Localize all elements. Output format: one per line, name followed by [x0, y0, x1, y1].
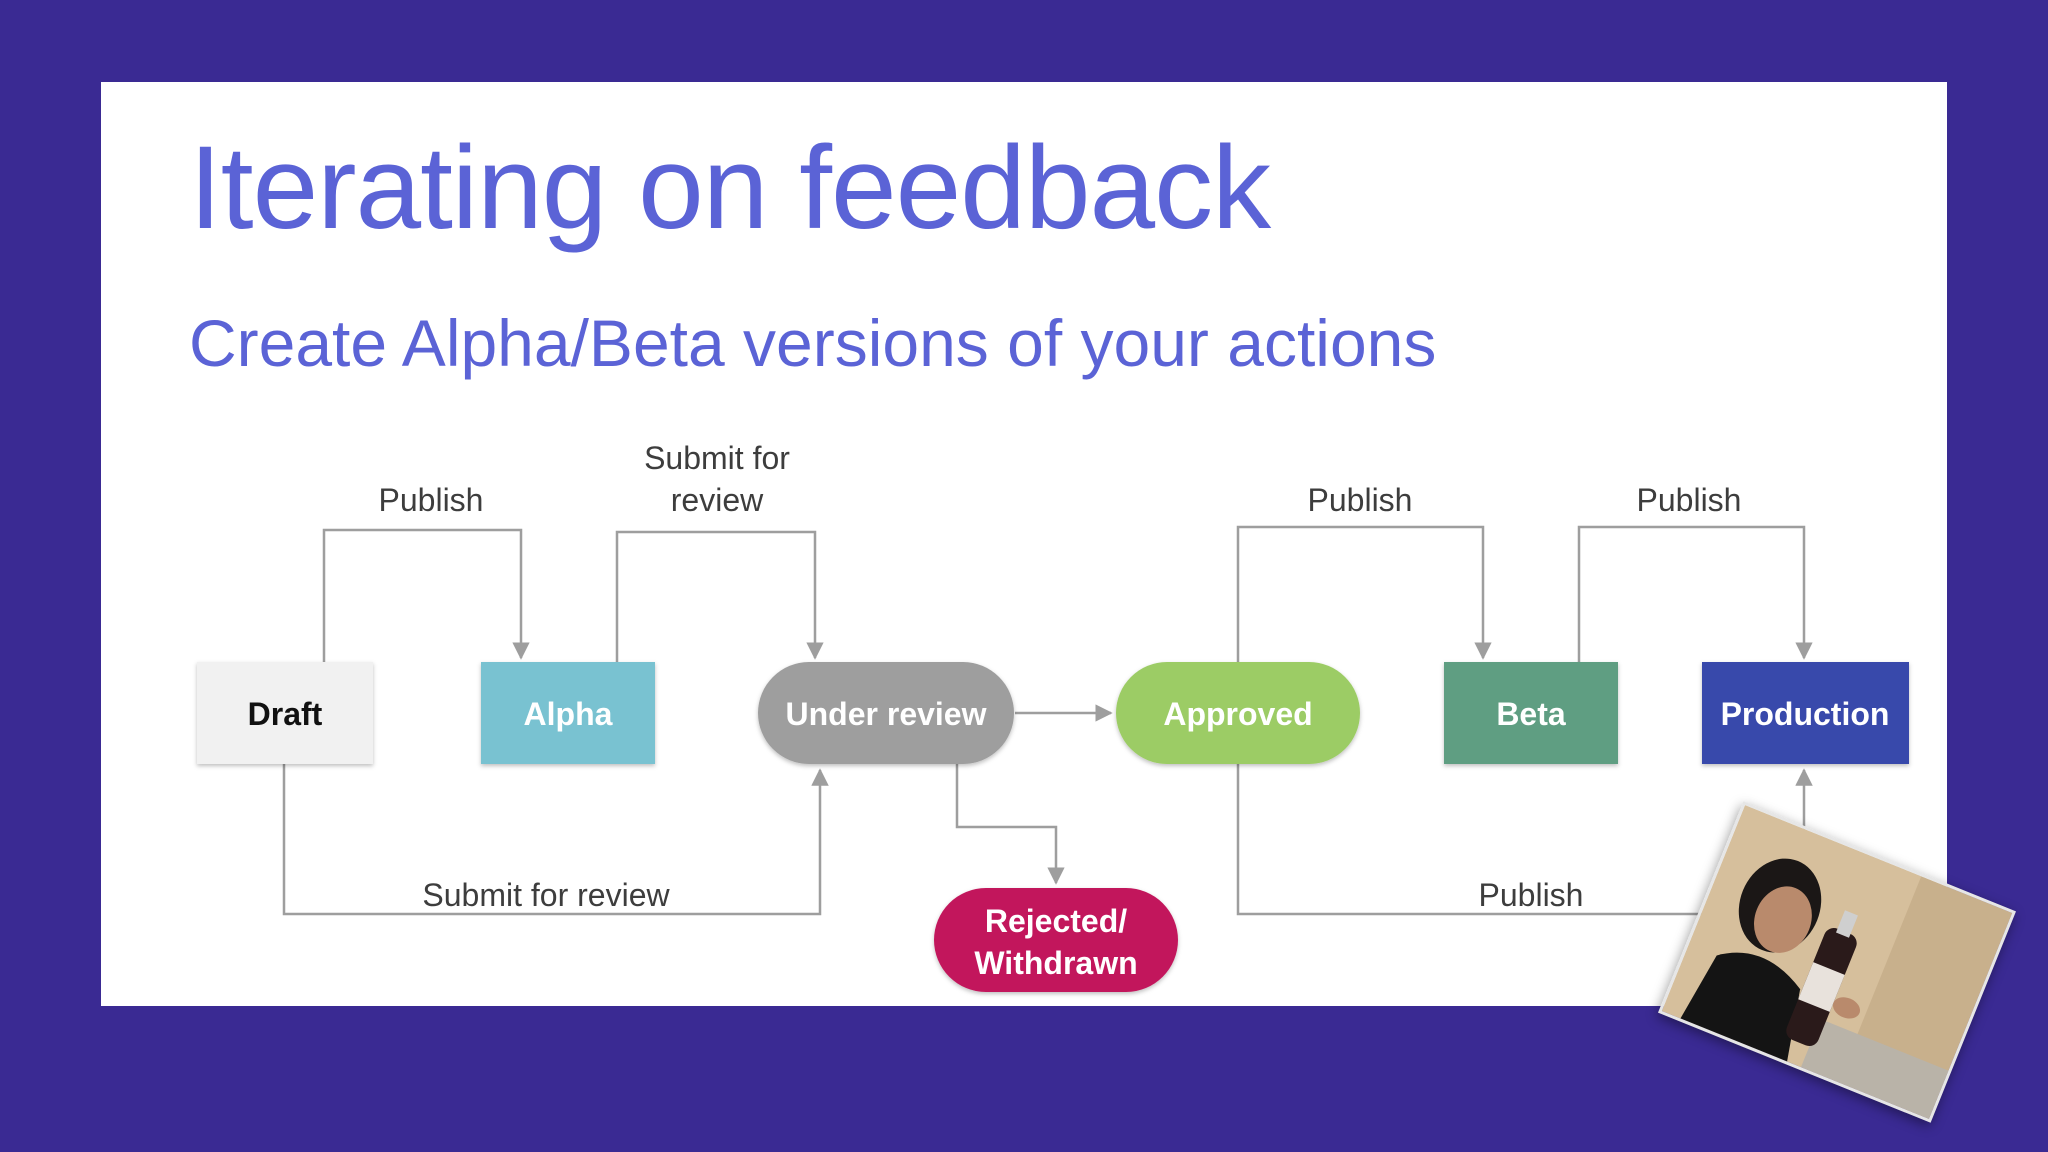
node-draft-shape — [197, 662, 373, 764]
node-beta-shape — [1444, 662, 1618, 764]
node-rejected-label-line2: Withdrawn — [974, 945, 1137, 981]
edge-label-approved-beta: Publish — [1308, 482, 1413, 518]
edge-draft-to-alpha — [322, 528, 530, 662]
node-under-review-label: Under review — [786, 696, 987, 732]
edge-label-alpha-review-line1: Submit for — [644, 440, 790, 476]
node-production: Production — [1702, 662, 1909, 764]
node-approved-shape — [1116, 662, 1360, 764]
node-alpha-shape — [481, 662, 655, 764]
node-approved-label: Approved — [1163, 696, 1312, 732]
edge-label-draft-alpha: Publish — [379, 482, 484, 518]
edge-approved-to-beta — [1236, 525, 1492, 662]
node-under-review-shape — [758, 662, 1014, 764]
edge-label-alpha-review-line2: review — [671, 482, 764, 518]
slide-title: Iterating on feedback — [189, 122, 1271, 254]
slide-subtitle: Create Alpha/Beta versions of your actio… — [189, 306, 1437, 380]
node-alpha-label: Alpha — [524, 696, 613, 732]
node-beta: Beta — [1444, 662, 1618, 764]
node-rejected-label-line1: Rejected/ — [985, 903, 1127, 939]
slide: Iterating on feedback Create Alpha/Beta … — [101, 82, 1947, 1006]
node-draft-label: Draft — [248, 696, 323, 732]
node-rejected-shape — [934, 888, 1178, 992]
node-production-label: Production — [1721, 696, 1890, 732]
edge-draft-to-under-review — [282, 764, 829, 916]
edge-under-review-to-rejected — [955, 764, 1065, 885]
edge-beta-to-production — [1577, 525, 1813, 662]
node-approved: Approved — [1116, 662, 1360, 764]
node-production-shape — [1702, 662, 1909, 764]
edge-label-beta-production: Publish — [1637, 482, 1742, 518]
node-rejected-withdrawn: Rejected/ Withdrawn — [934, 888, 1178, 992]
workflow-diagram: Publish Submit for review Publish Publis… — [197, 440, 1909, 992]
webcam-scene — [1661, 805, 2013, 1119]
edge-label-draft-review: Submit for review — [422, 877, 670, 913]
node-under-review: Under review — [758, 662, 1014, 764]
edge-label-approved-production: Publish — [1479, 877, 1584, 913]
node-alpha: Alpha — [481, 662, 655, 764]
node-draft: Draft — [197, 662, 373, 764]
edge-alpha-to-under-review — [615, 530, 824, 662]
webcam-video-overlay[interactable] — [1657, 801, 2017, 1123]
node-beta-label: Beta — [1496, 696, 1566, 732]
